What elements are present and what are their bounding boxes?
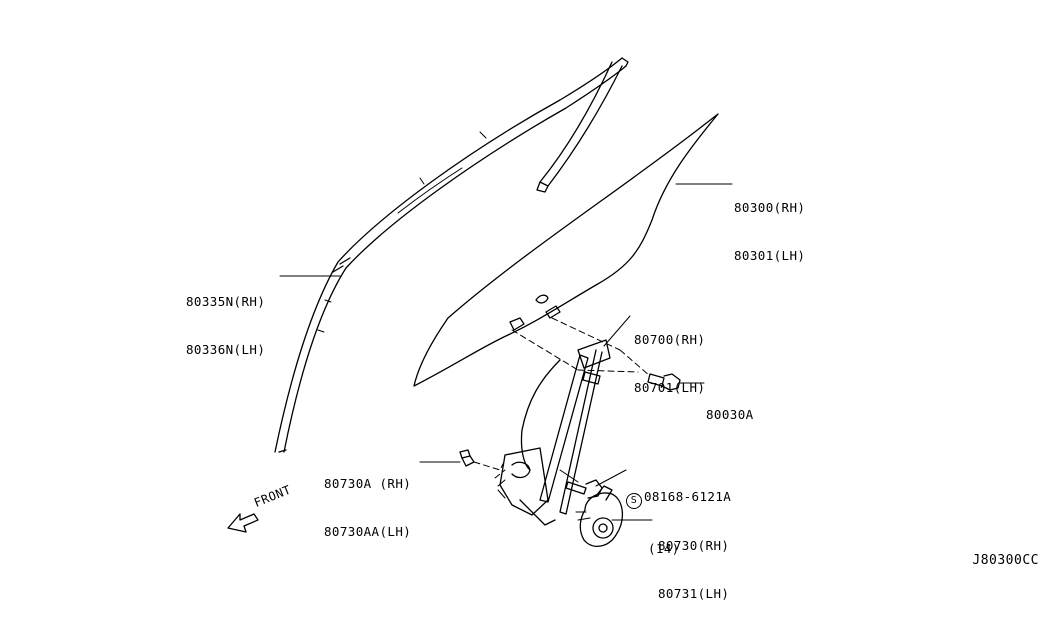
callout-grommet: 80730A (RH) 80730AA(LH) [324, 444, 411, 556]
screw-08168 [565, 479, 603, 499]
callout-regulator-rh: 80700(RH) [634, 332, 706, 347]
callout-regulator: 80700(RH) 80701(LH) [634, 300, 705, 412]
screw-symbol: S [626, 493, 642, 509]
diagram-code: J80300CC [972, 553, 1039, 568]
callout-motor: 80730(RH) 80731(LH) [658, 506, 729, 618]
callout-sash-run-rh: 80335N(RH) [186, 294, 266, 309]
leader-lines [279, 183, 733, 521]
callout-glass-rh: 80300(RH) [734, 200, 806, 215]
sash-run-channel [274, 57, 629, 453]
callout-screw-part: 08168-6121A [644, 489, 732, 504]
callout-sash-run-lh: 80336N(LH) [186, 342, 266, 357]
callout-sash-run: 80335N(RH) 80336N(LH) [186, 262, 265, 374]
callout-screw-qty: (14) [648, 541, 680, 556]
callout-bolt: 80030A [706, 375, 754, 439]
grommet-80730a [459, 449, 475, 467]
bolt-80030a [647, 373, 681, 391]
front-arrow-icon [227, 513, 259, 533]
door-glass [413, 113, 719, 387]
callout-bolt-part: 80030A [706, 407, 754, 422]
callout-glass: 80300(RH) 80301(LH) [734, 168, 805, 280]
callout-glass-lh: 80301(LH) [734, 248, 806, 263]
parts-diagram [227, 57, 733, 547]
regulator-motor [575, 485, 623, 547]
dashed-guides [473, 317, 651, 479]
window-regulator [497, 339, 611, 526]
callout-motor-rh: 80730(RH) [658, 538, 730, 553]
callout-grommet-rh: 80730A (RH) [324, 476, 412, 491]
callout-motor-lh: 80731(LH) [658, 586, 730, 601]
callout-grommet-lh: 80730AA(LH) [324, 524, 412, 539]
callout-regulator-lh: 80701(LH) [634, 380, 706, 395]
